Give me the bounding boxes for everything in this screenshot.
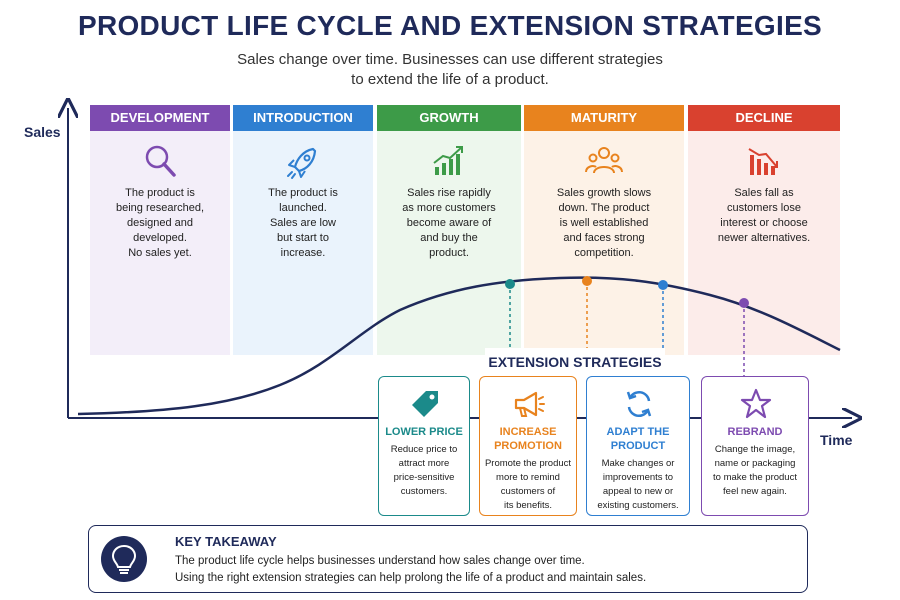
lightbulb-icon bbox=[101, 536, 147, 582]
strategy-name-line: ADAPT THE bbox=[606, 426, 670, 438]
subtitle-line: Sales change over time. Businesses can u… bbox=[237, 51, 663, 68]
stage-panel-growth bbox=[377, 105, 521, 355]
description-line: Sales fall as bbox=[734, 187, 794, 199]
description-line: Promote the product bbox=[484, 458, 572, 469]
strategy-description: Reduce price to attract more price-sensi… bbox=[383, 443, 465, 499]
description-line: Make changes or bbox=[601, 458, 675, 469]
description-line: increase. bbox=[280, 247, 326, 259]
rocket-icon bbox=[287, 147, 317, 179]
description-line: is well established bbox=[559, 217, 649, 229]
page-subtitle: Sales change over time. Businesses can u… bbox=[150, 50, 750, 90]
curve-marker-adapt-product bbox=[658, 280, 668, 290]
description-line: but start to bbox=[277, 232, 329, 244]
stage-header-maturity: MATURITY bbox=[524, 105, 684, 131]
stage-panel-maturity bbox=[524, 105, 684, 355]
sales-curve bbox=[77, 276, 841, 416]
stage-header-decline: DECLINE bbox=[688, 105, 840, 131]
description-line: No sales yet. bbox=[128, 247, 192, 259]
description-line: launched. bbox=[279, 202, 327, 214]
description-line: newer alternatives. bbox=[717, 232, 811, 244]
description-line: customers. bbox=[400, 486, 448, 497]
description-line: Sales are low bbox=[269, 217, 337, 229]
stage-description-maturity: Sales growth slows down. The product is … bbox=[526, 186, 682, 261]
growth-chart-icon bbox=[433, 146, 463, 175]
y-axis-label: Sales bbox=[24, 124, 61, 140]
curve-marker-rebrand bbox=[739, 298, 749, 308]
description-line: product. bbox=[429, 247, 469, 259]
stage-header-introduction: INTRODUCTION bbox=[233, 105, 373, 131]
stage-header-growth: GROWTH bbox=[377, 105, 521, 131]
refresh-icon bbox=[626, 391, 652, 417]
stage-description-decline: Sales fall as customers lose interest or… bbox=[690, 186, 838, 246]
strategy-card-rebrand: REBRAND Change the image, name or packag… bbox=[701, 376, 809, 516]
strategy-name: ADAPT THE PRODUCT bbox=[587, 425, 689, 453]
curve-marker-lower-price bbox=[505, 279, 515, 289]
description-line: more to remind bbox=[496, 472, 560, 483]
description-line: attract more bbox=[398, 458, 450, 469]
description-line: being researched, bbox=[115, 202, 205, 214]
strategy-name: LOWER PRICE bbox=[379, 425, 469, 439]
stage-description-development: The product is being researched, designe… bbox=[92, 186, 228, 261]
magnifier-icon bbox=[145, 145, 176, 177]
description-line: become aware of bbox=[406, 217, 492, 229]
x-axis-label: Time bbox=[820, 432, 853, 448]
stage-description-introduction: The product is launched. Sales are low b… bbox=[235, 186, 371, 261]
strategy-description: Promote the product more to remind custo… bbox=[484, 457, 572, 513]
description-line: and buy the bbox=[420, 232, 478, 244]
description-line: existing customers. bbox=[597, 500, 679, 511]
strategy-card-increase-promotion: INCREASE PROMOTION Promote the product m… bbox=[479, 376, 577, 516]
page-title: PRODUCT LIFE CYCLE AND EXTENSION STRATEG… bbox=[77, 10, 823, 41]
description-line: as more customers bbox=[402, 202, 496, 214]
key-takeaway-box: KEY TAKEAWAY The product life cycle help… bbox=[88, 525, 808, 593]
stage-panel-introduction bbox=[233, 105, 373, 355]
description-line: Change the image, bbox=[714, 444, 796, 455]
subtitle-line: to extend the life of a product. bbox=[351, 71, 549, 88]
stage-description-growth: Sales rise rapidly as more customers bec… bbox=[379, 186, 519, 261]
decline-chart-icon bbox=[748, 148, 778, 175]
star-icon bbox=[740, 388, 772, 419]
key-takeaway-line: Using the right extension strategies can… bbox=[175, 572, 647, 584]
strategy-name-line: PRODUCT bbox=[610, 440, 666, 452]
strategy-name-line: PROMOTION bbox=[494, 440, 562, 452]
key-takeaway-line: The product life cycle helps businesses … bbox=[175, 555, 585, 567]
strategy-name: INCREASE PROMOTION bbox=[480, 425, 576, 453]
curve-marker-increase-promotion bbox=[582, 276, 592, 286]
strategy-card-lower-price: LOWER PRICE Reduce price to attract more… bbox=[378, 376, 470, 516]
strategy-description: Make changes or improvements to appeal t… bbox=[591, 457, 685, 513]
strategy-name-line: REBRAND bbox=[727, 426, 783, 438]
description-line: competition. bbox=[574, 247, 634, 259]
strategy-card-adapt-the-product: ADAPT THE PRODUCT Make changes or improv… bbox=[586, 376, 690, 516]
description-line: improvements to bbox=[602, 472, 674, 483]
description-line: its benefits. bbox=[503, 500, 553, 511]
extension-strategies-title: EXTENSION STRATEGIES bbox=[485, 348, 665, 376]
stage-header-development: DEVELOPMENT bbox=[90, 105, 230, 131]
description-line: Reduce price to bbox=[390, 444, 458, 455]
description-line: feel new again. bbox=[723, 486, 787, 497]
description-line: customers of bbox=[500, 486, 556, 497]
description-line: appeal to new or bbox=[602, 486, 674, 497]
megaphone-icon bbox=[514, 391, 545, 417]
strategy-description: Change the image, name or packaging to m… bbox=[706, 443, 804, 499]
description-line: Sales rise rapidly bbox=[407, 187, 491, 199]
strategy-name-line: INCREASE bbox=[499, 426, 557, 438]
description-line: The product is bbox=[125, 187, 195, 199]
strategy-name: REBRAND bbox=[702, 425, 808, 439]
description-line: designed and bbox=[126, 217, 194, 229]
description-line: to make the product bbox=[713, 472, 797, 483]
key-takeaway-title: KEY TAKEAWAY bbox=[175, 534, 277, 549]
description-line: developed. bbox=[133, 232, 187, 244]
people-icon bbox=[585, 147, 623, 174]
description-line: and faces strong bbox=[563, 232, 645, 244]
strategy-name-line: LOWER PRICE bbox=[385, 426, 463, 438]
description-line: name or packaging bbox=[714, 458, 796, 469]
description-line: price-sensitive bbox=[393, 472, 455, 483]
description-line: customers lose bbox=[727, 202, 801, 214]
description-line: down. The product bbox=[558, 202, 650, 214]
price-tag-icon bbox=[412, 391, 438, 417]
description-line: interest or choose bbox=[720, 217, 808, 229]
description-line: The product is bbox=[268, 187, 338, 199]
description-line: Sales growth slows bbox=[556, 187, 652, 199]
